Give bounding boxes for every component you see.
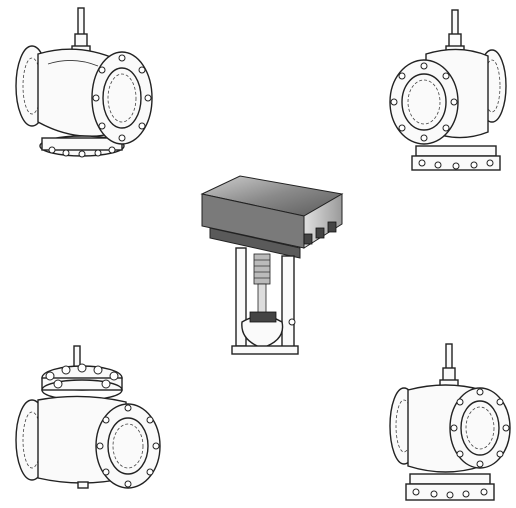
valve-bottom-right-icon: [384, 342, 514, 506]
valve-bottom-left-icon: [6, 344, 164, 492]
valve-top-left-icon: [8, 4, 158, 164]
actuator-center-icon: [196, 172, 346, 358]
valve-top-right-icon: [382, 8, 514, 178]
